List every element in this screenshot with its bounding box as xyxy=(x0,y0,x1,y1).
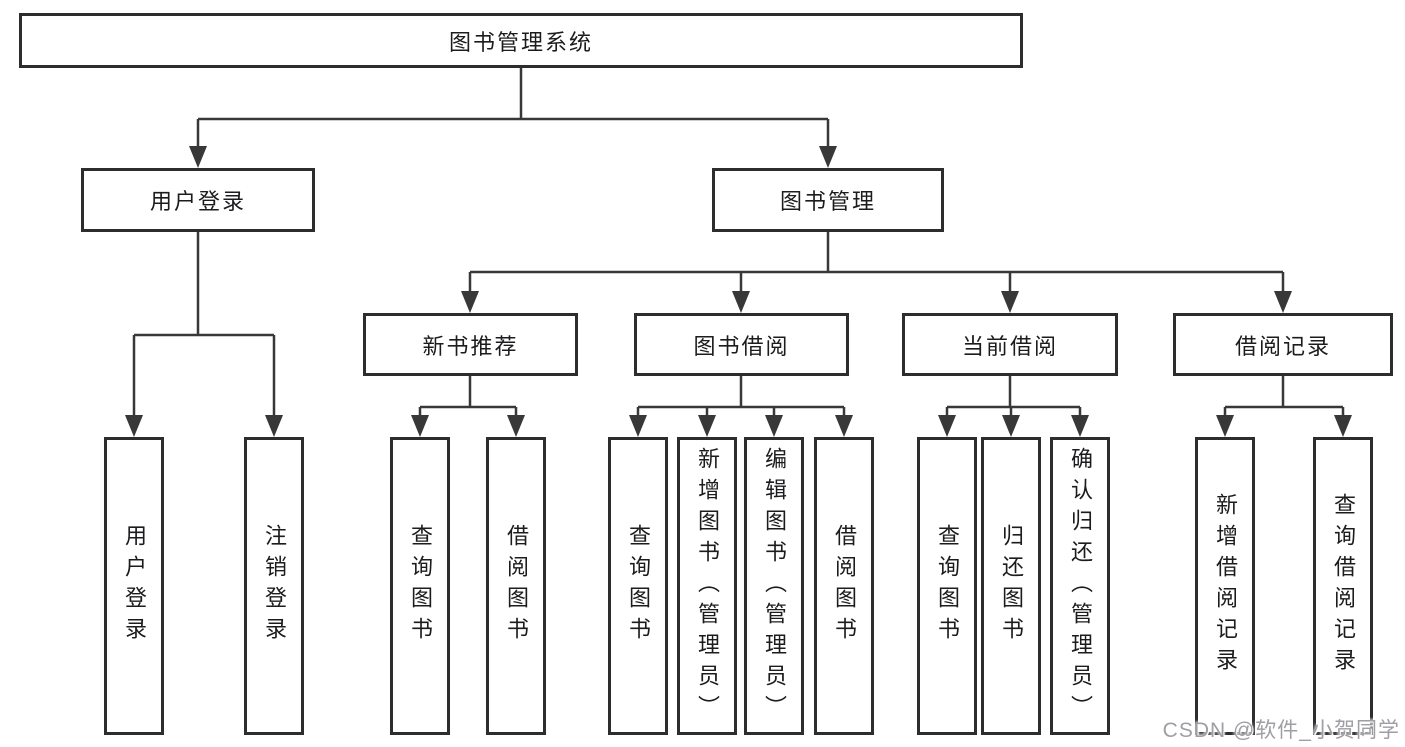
leaf-label: 查询图书 xyxy=(408,524,433,648)
leaf-label: 查询借阅记录 xyxy=(1331,493,1356,679)
leaf-label: 用户登录 xyxy=(122,524,147,648)
leaf-add-book-admin: 新增图书（管理员） xyxy=(677,437,737,735)
leaf-logout: 注销登录 xyxy=(244,437,304,735)
leaf-query-books-borrowing: 查询图书 xyxy=(608,437,668,735)
leaf-label: 注销登录 xyxy=(262,524,287,648)
leaf-edit-book-admin: 编辑图书（管理员） xyxy=(744,437,804,735)
leaf-label: 借阅图书 xyxy=(504,524,529,648)
leaf-query-books-current: 查询图书 xyxy=(917,437,977,735)
leaf-label: 查询图书 xyxy=(626,524,651,648)
leaf-query-books-recommend: 查询图书 xyxy=(390,437,450,735)
node-current-borrowing: 当前借阅 xyxy=(902,313,1118,376)
leaf-return-book: 归还图书 xyxy=(981,437,1041,735)
leaf-borrow-books: 借阅图书 xyxy=(814,437,874,735)
node-library-management-system: 图书管理系统 xyxy=(19,13,1023,68)
leaf-query-borrow-record: 查询借阅记录 xyxy=(1313,437,1373,735)
node-borrowing-records: 借阅记录 xyxy=(1173,313,1393,376)
leaf-borrow-books-recommend: 借阅图书 xyxy=(486,437,546,735)
leaf-confirm-return-admin: 确认归还（管理员） xyxy=(1050,437,1110,735)
leaf-label: 查询图书 xyxy=(935,524,960,648)
leaf-label: 新增图书（管理员） xyxy=(695,446,720,726)
leaf-label: 编辑图书（管理员） xyxy=(762,446,787,726)
leaf-label: 借阅图书 xyxy=(832,524,857,648)
leaf-label: 新增借阅记录 xyxy=(1213,493,1238,679)
node-book-management: 图书管理 xyxy=(712,168,944,232)
leaf-label: 归还图书 xyxy=(999,524,1024,648)
arrowheads xyxy=(125,146,1352,437)
csdn-watermark: CSDN @软件_小贺同学 xyxy=(1162,719,1400,742)
leaf-add-borrow-record: 新增借阅记录 xyxy=(1195,437,1255,735)
node-user-login: 用户登录 xyxy=(81,168,315,232)
leaf-user-login: 用户登录 xyxy=(104,437,164,735)
node-new-book-recommendation: 新书推荐 xyxy=(363,313,578,376)
leaf-label: 确认归还（管理员） xyxy=(1068,446,1093,726)
node-book-borrowing: 图书借阅 xyxy=(634,313,849,376)
